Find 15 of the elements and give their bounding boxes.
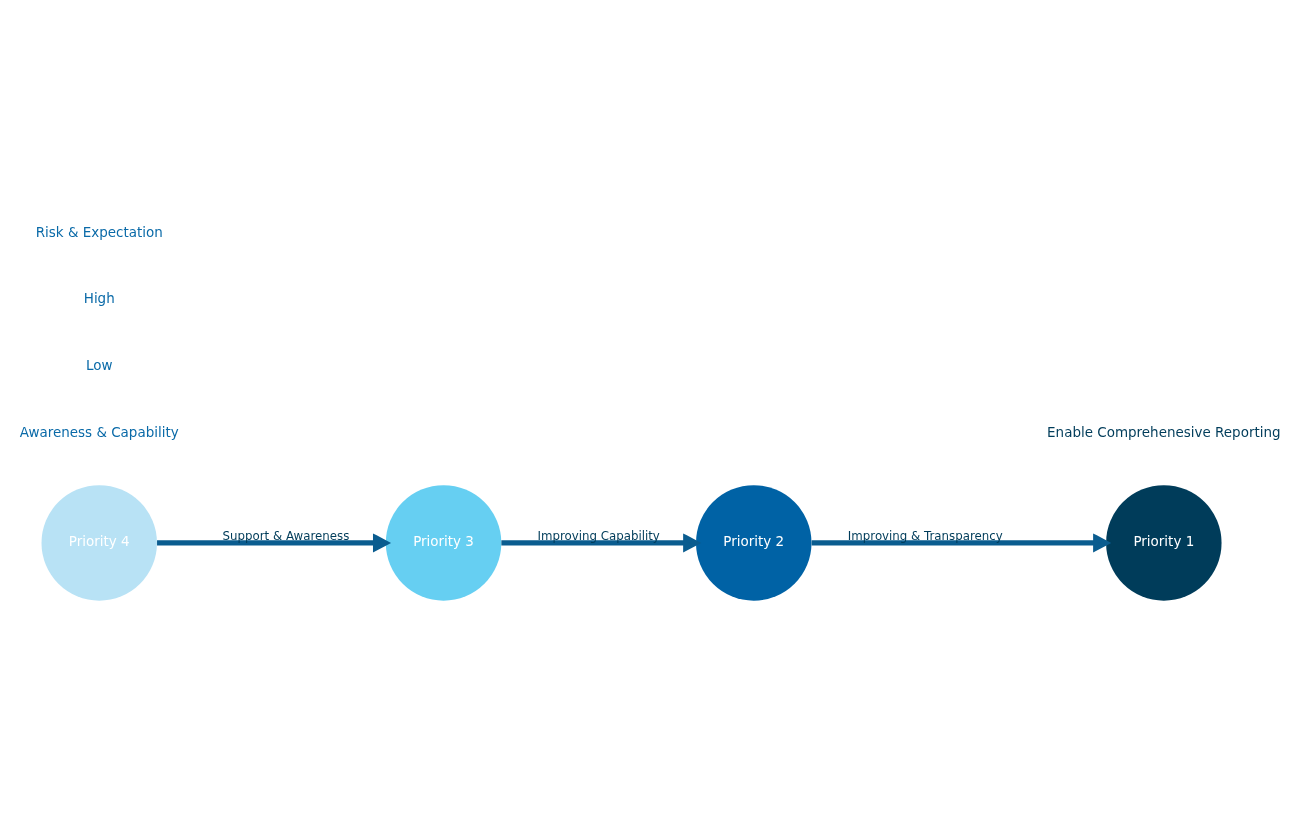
label: Risk & Expectation bbox=[35, 223, 163, 240]
label: High bbox=[83, 290, 115, 307]
edge-label: Support & Awareness bbox=[222, 528, 350, 543]
edge-label: Improving & Transparency bbox=[847, 528, 1003, 543]
node-circle: Priority 1 bbox=[1106, 485, 1222, 601]
node-circle: Priority 2 bbox=[696, 485, 812, 601]
arrow bbox=[811, 533, 1112, 553]
arrow bbox=[157, 533, 392, 553]
label: Awareness & Capability bbox=[19, 423, 179, 440]
label: Low bbox=[85, 356, 113, 373]
edge-label: Improving Capability bbox=[537, 528, 660, 543]
arrow bbox=[501, 533, 702, 553]
node-circle: Priority 3 bbox=[385, 485, 502, 601]
node-circle: Priority 4 bbox=[41, 485, 157, 601]
node-label: Enable Comprehenesive Reporting bbox=[1047, 423, 1281, 440]
